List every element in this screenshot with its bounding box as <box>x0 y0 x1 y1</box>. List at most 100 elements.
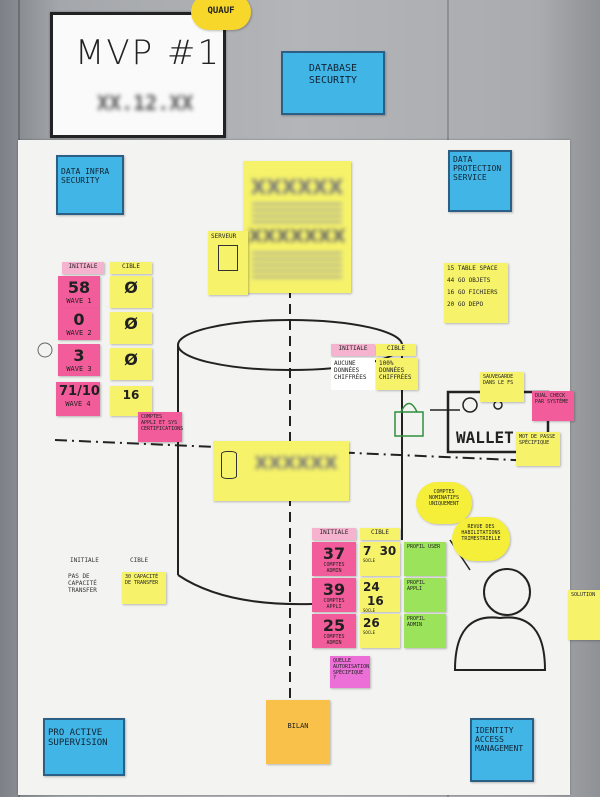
wave-value: 3 <box>73 346 85 365</box>
acc-target-3: 26 SOCLE <box>360 614 400 648</box>
perimetre-target: 30 CAPACITÉ DE TRANSFER <box>122 572 166 604</box>
profil-text: PROFIL APPLI <box>407 580 426 592</box>
enc-initial: AUCUNE DONNÉES CHIFFRÉES <box>331 358 375 390</box>
wave-label: WAVE 2 <box>66 329 92 338</box>
note-data-protection-service: DATA PROTECTION SERVICE <box>448 150 512 212</box>
blurred-lines <box>252 203 342 223</box>
blurred-text: XXXXXX <box>250 175 344 199</box>
acc-initial-2: 39 COMPTES APPLI <box>312 578 356 612</box>
pro-active-supervision-label: PRO ACTIVE SUPERVISION <box>48 728 108 749</box>
acc-profil-3: PROFIL ADMIN <box>404 614 446 648</box>
wave-target-3: Ø <box>110 348 152 380</box>
wave-note: COMPTES APPLI ET SYS CERTIFICATIONS <box>138 412 183 442</box>
wave-target-1: Ø <box>110 276 152 308</box>
note-blurred-top: XXXXXX XXXXXXX <box>243 161 351 293</box>
acc-value: 7 <box>363 544 372 558</box>
wave-value: 58 <box>67 278 91 297</box>
wallet-label: WALLET <box>456 428 514 447</box>
note-checklist: 15 TABLE SPACE 44 GO OBJETS 16 GO FICHIE… <box>444 263 508 323</box>
note-wallet-right-yellow: MOT DE PASSE SPÉCIFIQUE <box>516 432 560 466</box>
acc-label: COMPTES ADMIN <box>323 562 345 575</box>
title-date: XX.12.XX <box>97 91 194 115</box>
wave-target-value: Ø <box>124 278 138 297</box>
note-serveur: SERVEUR <box>208 231 248 295</box>
server-icon <box>218 244 238 271</box>
wave-initial-1: 58 WAVE 1 <box>58 276 100 308</box>
note-wallet-right-pink: DUAL CHECK PAR SYSTÈME <box>532 391 574 421</box>
right-edge-text: SOLUTION <box>571 592 596 598</box>
acc-profil-2: PROFIL APPLI <box>404 578 446 612</box>
enc-initial-text: AUCUNE DONNÉES CHIFFRÉES <box>334 360 367 381</box>
profil-text: PROFIL USER <box>407 544 441 550</box>
checklist-item: 44 GO OBJETS <box>447 276 491 284</box>
acc-value: 39 <box>322 580 346 599</box>
note-pro-active-supervision: PRO ACTIVE SUPERVISION <box>43 718 125 776</box>
profil-text: PROFIL ADMIN <box>407 616 426 628</box>
data-protection-service-label: DATA PROTECTION SERVICE <box>453 155 502 183</box>
perimetre-initial: PAS DE CAPACITÉ TRANSFER <box>68 573 97 595</box>
checklist-item: 15 TABLE SPACE <box>447 265 498 272</box>
wave-initial-2: 0 WAVE 2 <box>58 308 100 340</box>
wave-target-2: Ø <box>110 312 152 344</box>
header-label: INITIALE <box>319 529 349 536</box>
acc-initial-1: 37 COMPTES ADMIN <box>312 542 356 576</box>
note-sauvegarde: SAUVEGARDE DANS LE FS <box>480 372 524 402</box>
wave-label: WAVE 3 <box>66 365 92 374</box>
acc-profil-1: PROFIL USER <box>404 542 446 576</box>
serveur-label: SERVEUR <box>211 233 237 240</box>
acc-value: 16 <box>367 593 384 608</box>
database-security-label: DATABASE SECURITY <box>308 63 358 86</box>
wave-value: 71/10 <box>59 384 100 399</box>
checklist-item: 20 GO DEPO <box>447 300 484 308</box>
cylinder-icon <box>221 451 237 479</box>
note-database-security: DATABASE SECURITY <box>281 51 385 115</box>
acc-value: 37 <box>322 544 346 563</box>
header-label: CIBLE <box>386 345 406 352</box>
wave-target-value: 16 <box>122 388 140 402</box>
acc-value: 24 <box>363 580 380 594</box>
wave-label: WAVE 1 <box>66 297 92 306</box>
identity-access-management-label: IDENTITY ACCESS MANAGEMENT <box>475 726 524 754</box>
bottom-pink-text: QUELLE AUTORISATION SPÉCIFIQUE ? <box>333 658 370 682</box>
title-card: MVP #1 XX.12.XX <box>50 12 226 138</box>
bubble-left: COMPTES NOMINATIFS UNIQUEMENT <box>416 482 472 524</box>
enc-target: 100% DONNÉES CHIFFRÉES <box>376 358 418 390</box>
badge-quauf: QUAUF <box>191 0 251 30</box>
bubble-right-text: REVUE DES HABILITATIONS TRIMESTRIELLE <box>461 524 501 542</box>
header-label: INITIALE <box>338 345 368 352</box>
acc-label: SOCLE <box>363 607 376 613</box>
wallet-yellow-text: MOT DE PASSE SPÉCIFIQUE <box>519 434 556 446</box>
blurred-lines <box>252 251 342 278</box>
waves-header-initial: INITIALE <box>62 262 104 274</box>
acc-label: COMPTES APPLI <box>323 598 345 611</box>
wave-value: 0 <box>73 310 85 329</box>
acc-header-initial: INITIALE <box>312 528 356 540</box>
header-label: INITIALE <box>68 263 98 270</box>
wave-initial-3: 3 WAVE 3 <box>58 344 100 376</box>
perimetre-target-text: 30 CAPACITÉ DE TRANSFER <box>125 574 159 586</box>
acc-label: COMPTES ADMIN <box>323 634 345 647</box>
note-identity-access-management: IDENTITY ACCESS MANAGEMENT <box>470 718 534 782</box>
waves-header-cible: CIBLE <box>110 262 152 274</box>
acc-value: 26 <box>363 616 380 630</box>
sauvegarde-text: SAUVEGARDE DANS LE FS <box>483 374 514 386</box>
acc-value: 30 <box>379 544 397 558</box>
perimetre-header-cible: CIBLE <box>130 557 149 564</box>
wave-target-value: Ø <box>124 350 138 369</box>
acc-value: 25 <box>322 616 346 635</box>
enc-header-cible: CIBLE <box>376 344 416 356</box>
note-bottom-pink: QUELLE AUTORISATION SPÉCIFIQUE ? <box>330 656 370 688</box>
checklist-item: 16 GO FICHIERS <box>447 288 498 296</box>
note-right-edge: SOLUTION <box>568 590 600 640</box>
note-blurred-middle: XXXXXX <box>213 441 349 501</box>
blurred-text: XXXXXX <box>254 453 338 474</box>
wave-target-4: 16 <box>110 386 152 416</box>
bubble-right: REVUE DES HABILITATIONS TRIMESTRIELLE <box>452 517 510 561</box>
wallet-pink-text: DUAL CHECK PAR SYSTÈME <box>535 393 569 405</box>
title-text: MVP #1 <box>75 33 222 73</box>
enc-header-initial: INITIALE <box>331 344 375 356</box>
wave-initial-4: 71/10 WAVE 4 <box>56 382 100 416</box>
acc-target-2: 24 16 SOCLE <box>360 578 400 612</box>
note-data-infra-security: DATA INFRA SECURITY <box>56 155 124 215</box>
wave-label: WAVE 4 <box>65 399 91 408</box>
